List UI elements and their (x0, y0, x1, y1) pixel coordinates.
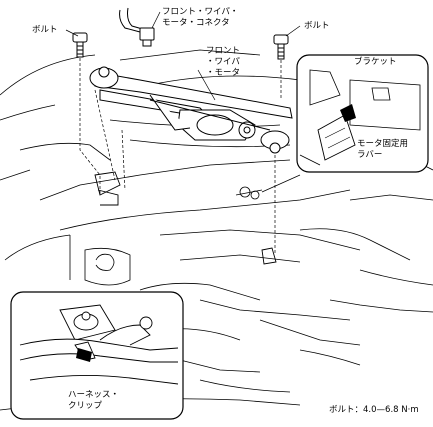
label-rubber-line2: ラバー (357, 150, 383, 160)
label-motor-line1: フロント (206, 46, 241, 56)
label-motor-line2: ・ワイパ (206, 57, 240, 67)
label-connector-line1: フロント・ワイパ・ (162, 7, 239, 17)
label-rubber-line1: モータ固定用 (357, 139, 409, 149)
label-bolt-right: ボルト (304, 21, 330, 31)
label-connector-line2: モータ・コネクタ (162, 18, 230, 28)
alignment-guides (79, 58, 282, 255)
mounting-stud-right (261, 247, 277, 265)
wiper-linkage (89, 66, 293, 154)
torque-value: 4.0—6.8 N·m (363, 405, 419, 415)
label-bolt-left: ボルト (32, 25, 58, 35)
label-motor-line3: ・モータ (206, 68, 241, 78)
detail-inset-rubber (296, 54, 429, 173)
label-harness-line2: クリップ (68, 401, 103, 411)
torque-prefix: ボルト： (329, 405, 364, 415)
bolt-left (72, 32, 88, 58)
bolt-right (273, 34, 289, 60)
label-harness-line1: ハーネッス・ (68, 390, 120, 400)
torque-spec: ボルト：4.0—6.8 N·m (329, 405, 419, 415)
mounting-bracket-left (94, 171, 121, 206)
label-bracket: ブラケット (354, 57, 397, 67)
motor-connector (119, 7, 155, 47)
detail-inset-harness-clip (10, 291, 184, 420)
